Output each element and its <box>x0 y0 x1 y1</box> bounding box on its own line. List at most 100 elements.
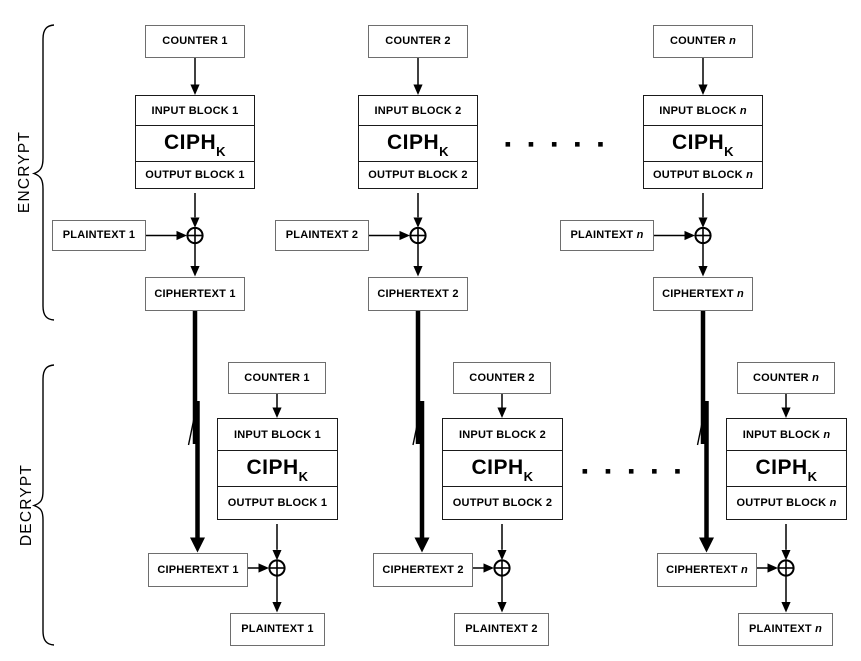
label-index: 1 <box>232 563 239 576</box>
label-text: INPUT BLOCK <box>151 104 229 117</box>
dec-cn-input-block: INPUT BLOCK n <box>726 418 847 452</box>
label-index: 2 <box>457 563 464 576</box>
dec-c2-counter-box: COUNTER 2 <box>453 362 551 394</box>
enc-c1-plaintext-box: PLAINTEXT 1 <box>52 220 146 251</box>
label-index: n <box>741 563 748 576</box>
label-index: 1 <box>221 35 228 47</box>
label-index: n <box>746 168 753 181</box>
label-text: PLAINTEXT <box>465 623 529 635</box>
label-index: n <box>737 287 744 300</box>
decrypt-flow-arrows <box>247 394 791 613</box>
label-text: INPUT BLOCK <box>374 104 452 117</box>
label-index: 2 <box>539 428 546 441</box>
enc-cn-ciphertext-box: CIPHERTEXT n <box>653 277 753 311</box>
label-index: n <box>739 104 747 117</box>
encrypt-section-label: ENCRYPT <box>16 130 33 214</box>
dec-c1-ciph-block: CIPHK <box>217 450 338 489</box>
enc-c2-counter-box: COUNTER 2 <box>368 25 468 58</box>
label-index: 1 <box>303 371 310 384</box>
dec-c1-output-block: OUTPUT BLOCK 1 <box>217 486 338 521</box>
enc-c2-ciph-block: CIPHK <box>358 125 478 164</box>
channel-arrows <box>187 310 714 553</box>
label-text: CIPH <box>755 456 808 480</box>
label-text: COUNTER <box>469 371 526 384</box>
dec-c1-plaintext-box: PLAINTEXT 1 <box>230 613 325 646</box>
label-text: CIPHERTEXT <box>377 287 450 300</box>
decrypt-brace <box>31 364 55 646</box>
label-text: COUNTER <box>162 35 219 47</box>
enc-c1-input-block: INPUT BLOCK 1 <box>135 95 255 127</box>
dec-c2-output-block: OUTPUT BLOCK 2 <box>442 486 563 521</box>
enc-cn-output-block: OUTPUT BLOCK n <box>643 161 763 190</box>
label-text: CIPH <box>163 131 217 155</box>
label-index: 2 <box>461 168 468 181</box>
enc-c2-ciphertext-box: CIPHERTEXT 2 <box>368 277 468 311</box>
label-text: PLAINTEXT <box>62 229 126 241</box>
enc-c1-ciphertext-box: CIPHERTEXT 1 <box>145 277 245 311</box>
xor-icon <box>694 226 712 245</box>
label-index: n <box>636 229 644 241</box>
label-text: COUNTER <box>670 35 726 47</box>
dec-c2-input-block: INPUT BLOCK 2 <box>442 418 563 452</box>
dec-cn-plaintext-box: PLAINTEXT n <box>738 613 833 646</box>
decrypt-section-label: DECRYPT <box>18 463 35 547</box>
break-icon <box>187 401 199 446</box>
enc-cn-plaintext-box: PLAINTEXT n <box>560 220 654 251</box>
key-subscript: K <box>439 144 450 160</box>
label-text: CIPH <box>471 456 524 480</box>
label-index: n <box>815 623 823 635</box>
encrypt-ellipsis: ■■■■■ <box>505 141 621 148</box>
enc-c2-input-block: INPUT BLOCK 2 <box>358 95 478 127</box>
decrypt-ellipsis: ■■■■■ <box>582 468 698 475</box>
label-text: COUNTER <box>244 371 301 384</box>
label-index: 2 <box>531 623 538 635</box>
encrypt-xor-symbols <box>186 226 712 245</box>
enc-c2-plaintext-box: PLAINTEXT 2 <box>275 220 369 251</box>
enc-cn-ciph-block: CIPHK <box>643 125 763 164</box>
label-index: 2 <box>452 287 459 300</box>
dec-cn-counter-box: COUNTER n <box>737 362 835 394</box>
break-icon <box>696 401 708 446</box>
dec-cn-output-block: OUTPUT BLOCK n <box>726 486 847 521</box>
label-index: 1 <box>320 496 328 509</box>
dec-cn-cipher-stack: INPUT BLOCK n CIPHK OUTPUT BLOCK n <box>726 418 847 521</box>
dec-c2-cipher-stack: INPUT BLOCK 2 CIPHK OUTPUT BLOCK 2 <box>442 418 563 521</box>
dec-cn-ciph-block: CIPHK <box>726 450 847 489</box>
dec-cn-ciphertext-box: CIPHERTEXT n <box>657 553 757 587</box>
label-index: 2 <box>444 35 451 47</box>
label-text: OUTPUT BLOCK <box>653 168 743 181</box>
enc-c1-counter-box: COUNTER 1 <box>145 25 245 58</box>
label-text: INPUT BLOCK <box>459 428 537 441</box>
label-text: PLAINTEXT <box>285 229 349 241</box>
label-index: n <box>823 428 831 441</box>
label-index: n <box>829 496 837 509</box>
key-subscript: K <box>216 144 227 160</box>
label-text: OUTPUT BLOCK <box>227 496 318 509</box>
label-text: CIPHERTEXT <box>666 563 738 576</box>
channel-arrow-n <box>696 311 714 553</box>
label-index: 2 <box>455 104 462 117</box>
label-text: PLAINTEXT <box>570 229 634 241</box>
label-index: 1 <box>229 287 236 300</box>
dec-c2-plaintext-box: PLAINTEXT 2 <box>454 613 549 646</box>
encrypt-flow-arrows <box>146 58 708 277</box>
label-text: CIPHERTEXT <box>662 287 734 300</box>
label-index: 1 <box>238 168 245 181</box>
dec-c2-ciph-block: CIPHK <box>442 450 563 489</box>
label-text: OUTPUT BLOCK <box>145 168 236 181</box>
enc-c1-output-block: OUTPUT BLOCK 1 <box>135 161 255 190</box>
label-index: 1 <box>232 104 239 117</box>
label-text: CIPHERTEXT <box>382 563 455 576</box>
dec-c1-ciphertext-box: CIPHERTEXT 1 <box>148 553 248 587</box>
label-text: CIPHERTEXT <box>157 563 230 576</box>
label-text: CIPH <box>671 131 725 155</box>
label-text: INPUT BLOCK <box>234 428 312 441</box>
label-text: PLAINTEXT <box>241 623 305 635</box>
dec-c1-input-block: INPUT BLOCK 1 <box>217 418 338 452</box>
label-text: COUNTER <box>753 371 809 384</box>
enc-c1-cipher-stack: INPUT BLOCK 1 CIPHK OUTPUT BLOCK 1 <box>135 95 255 190</box>
key-subscript: K <box>298 469 309 485</box>
dec-c2-ciphertext-box: CIPHERTEXT 2 <box>373 553 473 587</box>
label-text: CIPH <box>386 131 440 155</box>
